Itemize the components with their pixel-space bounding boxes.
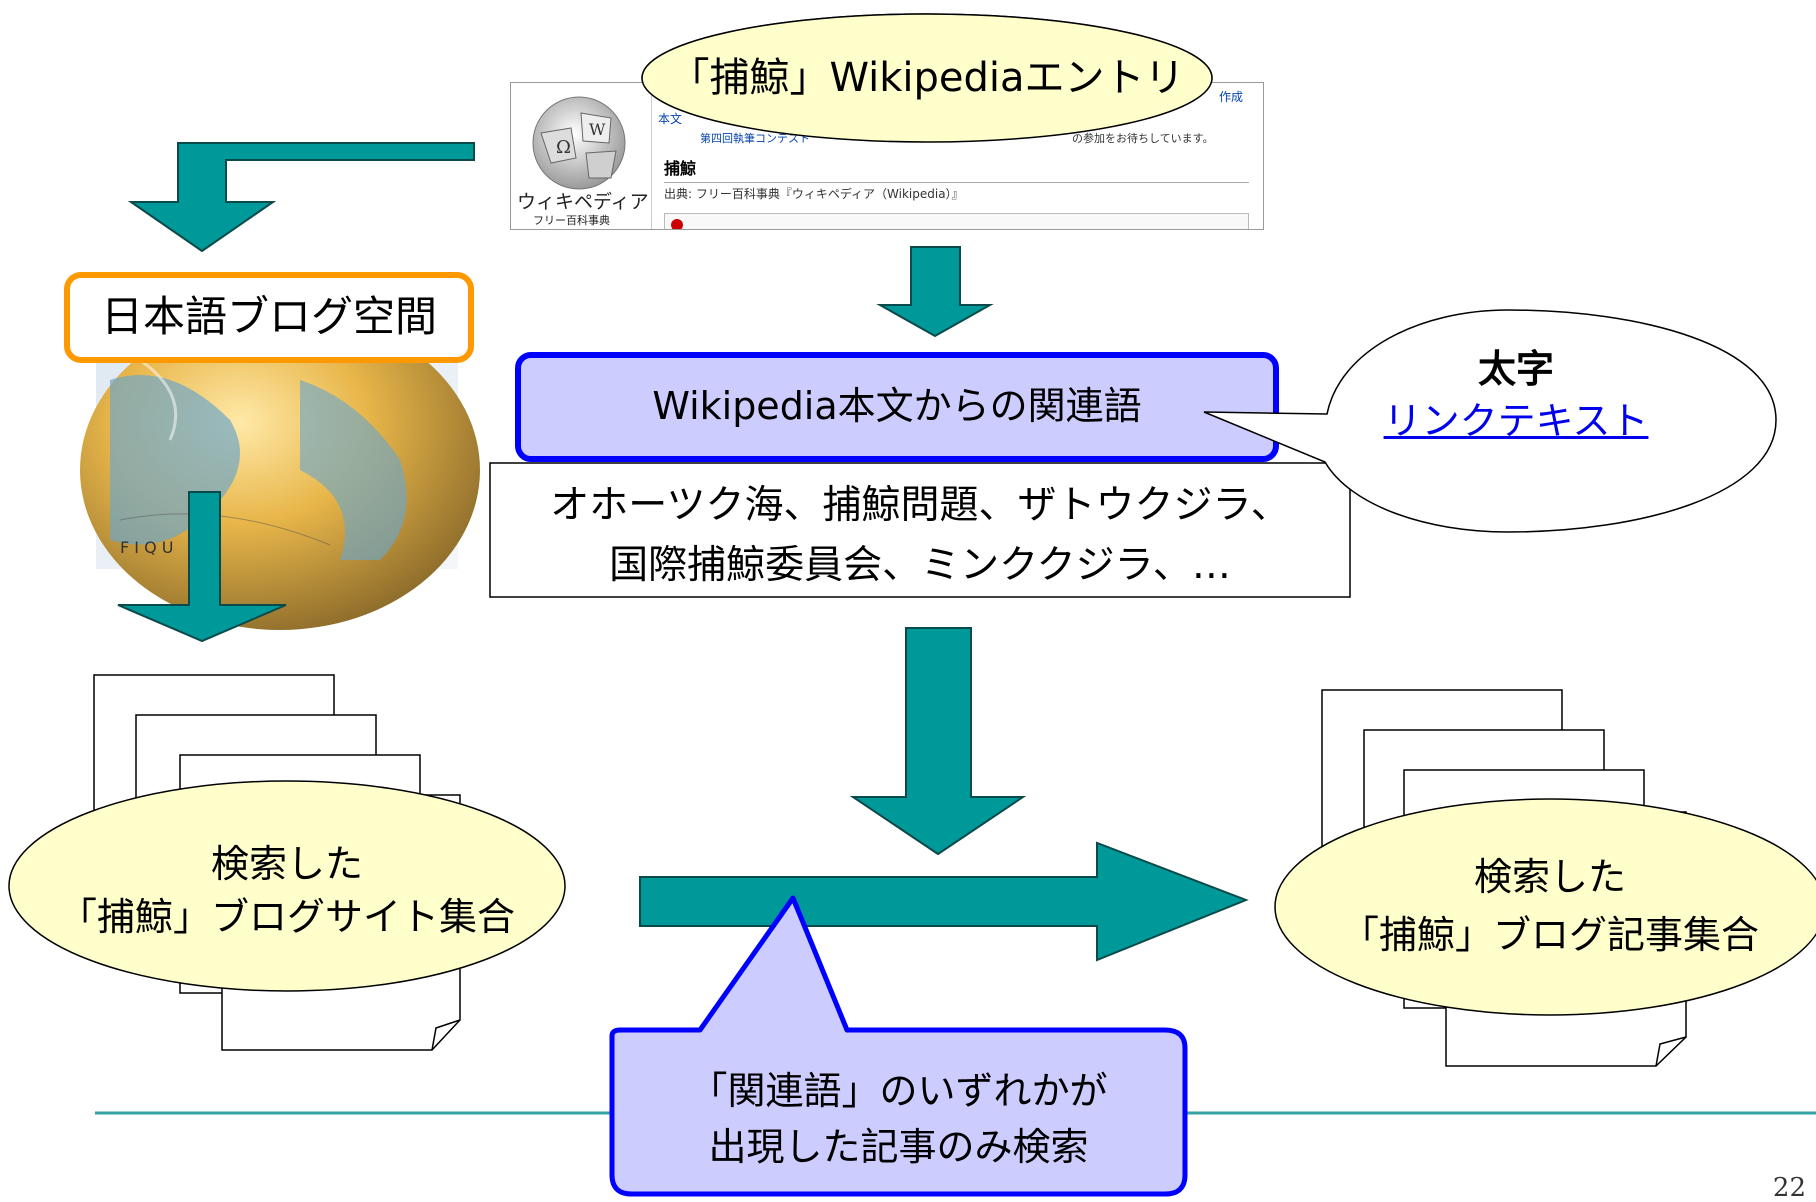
- source-link-label[interactable]: リンクテキスト: [1383, 399, 1649, 443]
- svg-text:W: W: [589, 120, 606, 139]
- blog-sites-ellipse: [8, 780, 566, 992]
- blog-articles-line-1: 検索した: [1473, 855, 1626, 899]
- related-terms-line-1: オホーツク海、捕鯨問題、ザトウクジラ、: [550, 483, 1290, 528]
- warning-icon: [671, 219, 683, 229]
- arrow-blog-space-to-sites: [117, 491, 287, 643]
- blog-space-box: [64, 272, 474, 363]
- related-terms-box: [489, 462, 1351, 598]
- page-number: 22: [1773, 1173, 1806, 1202]
- filter-callout-line-2: 出現した記事のみ検索: [708, 1125, 1089, 1169]
- blog-sites-line-2: 「捕鯨」ブログサイト集合: [58, 895, 515, 939]
- wikipedia-logo-text: ウィキペディア: [517, 191, 649, 213]
- wikipedia-screenshot: Ω W ウィキペディア フリー百科事典 本文 作成 第四回執筆コンテスト の参加…: [510, 82, 1264, 230]
- filter-callout-line-1: 「関連語」のいずれかが: [689, 1069, 1108, 1113]
- related-terms-header-box: [515, 352, 1279, 462]
- svg-text:F I Q U: F I Q U: [120, 538, 173, 557]
- filter-callout-bubble: [609, 895, 1188, 1197]
- arrow-sites-to-articles: [639, 841, 1249, 962]
- wikipedia-content: 本文 作成 第四回執筆コンテスト の参加をお待ちしています。 捕鯨 出典: フリ…: [651, 83, 1263, 229]
- wikipedia-article-source: 出典: フリー百科事典『ウィキペディア（Wikipedia）』: [664, 187, 964, 201]
- related-terms-header: Wikipedia本文からの関連語: [652, 384, 1142, 428]
- wikipedia-tab[interactable]: 本文: [658, 112, 683, 126]
- wikipedia-logo-subtext: フリー百科事典: [533, 214, 610, 227]
- globe-image: F I Q U: [80, 310, 480, 630]
- arrow-related-to-search: [849, 627, 1027, 856]
- wikipedia-article-title: 捕鯨: [664, 159, 697, 178]
- wikipedia-notice[interactable]: 第四回執筆コンテスト: [700, 132, 810, 145]
- wiki-entry-title: 「捕鯨」Wikipediaエントリ: [669, 55, 1185, 101]
- wikipedia-title-rule: [664, 182, 1249, 183]
- blog-space-label: 日本語ブログ空間: [100, 292, 437, 341]
- arrow-wiki-to-related: [876, 246, 994, 338]
- wikipedia-notice-tail: の参加をお待ちしています。: [1072, 132, 1214, 145]
- source-callout-bubble: [1203, 309, 1777, 533]
- blog-articles-line-2: 「捕鯨」ブログ記事集合: [1340, 913, 1759, 957]
- wikipedia-tab-create[interactable]: 作成: [1218, 90, 1243, 104]
- arrow-wiki-to-blog-space: [127, 142, 475, 253]
- svg-text:Ω: Ω: [556, 137, 571, 158]
- source-bold-label: 太字: [1477, 347, 1554, 391]
- related-terms-line-2: 国際捕鯨委員会、ミンククジラ、…: [609, 543, 1231, 588]
- wikipedia-notice-box: [664, 213, 1249, 229]
- blog-articles-ellipse: [1274, 798, 1816, 1016]
- wikipedia-logo: Ω W ウィキペディア フリー百科事典: [511, 83, 649, 229]
- blog-sites-line-1: 検索した: [210, 842, 363, 886]
